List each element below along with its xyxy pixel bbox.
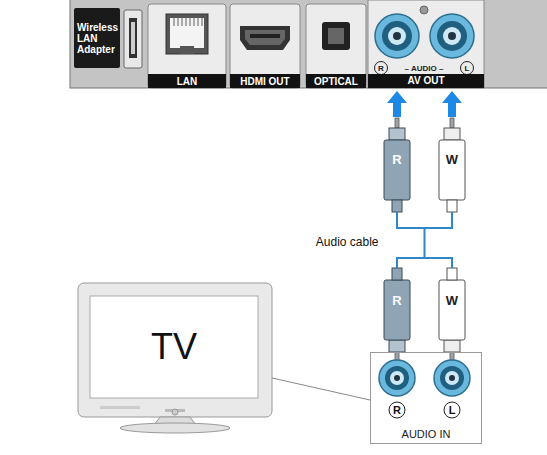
port-label: Wireless LAN Adapter	[74, 8, 120, 68]
plug-label: W	[441, 291, 463, 309]
edge-label: Audio cable	[314, 235, 381, 249]
cable-wire	[397, 212, 452, 268]
jack-group-label: – AUDIO –	[389, 62, 459, 74]
av-out-panel: AV OUT	[368, 0, 484, 88]
arrow-head	[387, 91, 407, 117]
audio-in-box: AUDIO IN	[370, 352, 482, 444]
plug-label: R	[386, 150, 408, 168]
channel-mark: L	[461, 62, 473, 74]
arrow-head	[442, 91, 462, 117]
port-label: HDMI OUT	[230, 74, 300, 88]
jack-group-label: AUDIO IN	[371, 428, 481, 440]
channel-mark: R	[390, 403, 404, 417]
audio-cable	[387, 91, 462, 268]
plug-label: W	[441, 150, 463, 168]
tv-screen: TV	[90, 296, 258, 398]
channel-mark: R	[375, 62, 387, 74]
plug-label: R	[386, 291, 408, 309]
port-label: OPTICAL	[306, 74, 366, 88]
port-label: AV OUT	[368, 74, 484, 88]
channel-mark: L	[445, 403, 459, 417]
tv-label: TV	[151, 326, 197, 368]
port-label: LAN	[148, 74, 226, 88]
